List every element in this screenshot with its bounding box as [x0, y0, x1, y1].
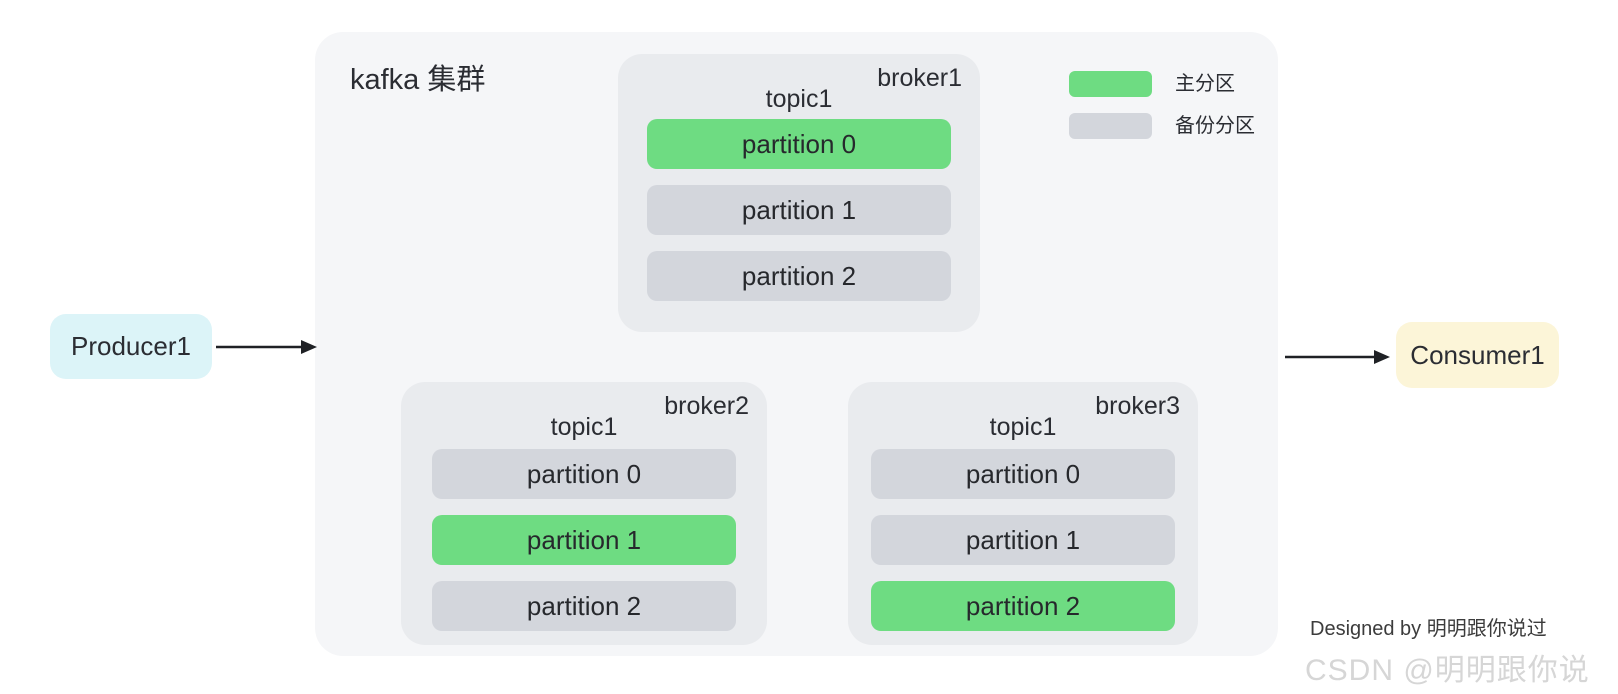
- broker1-name: broker1: [877, 64, 962, 92]
- consumer1-box: Consumer1: [1396, 322, 1559, 388]
- broker3-topic-name: topic1: [989, 413, 1057, 441]
- broker3-box: broker3 topic1 partition 0 partition 1 p…: [848, 382, 1198, 645]
- broker3-partitions: partition 0 partition 1 partition 2: [871, 449, 1175, 631]
- broker2-name: broker2: [664, 392, 749, 420]
- broker3-partition-1: partition 1: [871, 515, 1175, 565]
- producer1-box: Producer1: [50, 314, 212, 379]
- broker3-partition-0: partition 0: [871, 449, 1175, 499]
- replica-partition-swatch: [1069, 113, 1152, 139]
- legend-label-replica: 备份分区: [1175, 115, 1255, 137]
- broker2-partition-1: partition 1: [432, 515, 736, 565]
- broker1-partition-1: partition 1: [647, 185, 951, 235]
- cluster-to-consumer-arrow: [1285, 350, 1390, 364]
- broker3-name: broker3: [1095, 392, 1180, 420]
- broker2-box: broker2 topic1 partition 0 partition 1 p…: [401, 382, 767, 645]
- broker2-topic-name: topic1: [550, 413, 618, 441]
- broker2-partitions: partition 0 partition 1 partition 2: [432, 449, 736, 631]
- broker2-partition-2: partition 2: [432, 581, 736, 631]
- legend-row-primary: 主分区: [1069, 71, 1255, 97]
- producer1-label: Producer1: [71, 331, 191, 361]
- broker3-partition-2: partition 2: [871, 581, 1175, 631]
- broker2-partition-0: partition 0: [432, 449, 736, 499]
- csdn-watermark: CSDN @明明跟你说过: [1305, 654, 1590, 687]
- legend: 主分区 备份分区: [1069, 71, 1255, 139]
- consumer1-label: Consumer1: [1410, 339, 1545, 370]
- broker1-partition-2: partition 2: [647, 251, 951, 301]
- cluster-title: kafka 集群: [350, 64, 486, 96]
- broker1-topic-name: topic1: [765, 85, 833, 113]
- broker1-partitions: partition 0 partition 1 partition 2: [647, 119, 951, 301]
- primary-partition-swatch: [1069, 71, 1152, 97]
- broker1-partition-0: partition 0: [647, 119, 951, 169]
- legend-label-primary: 主分区: [1175, 73, 1235, 95]
- producer-to-cluster-arrow: [216, 340, 317, 354]
- broker1-box: broker1 topic1 partition 0 partition 1 p…: [618, 54, 980, 332]
- credit-text: Designed by 明明跟你说过: [1310, 618, 1547, 640]
- legend-row-replica: 备份分区: [1069, 113, 1255, 139]
